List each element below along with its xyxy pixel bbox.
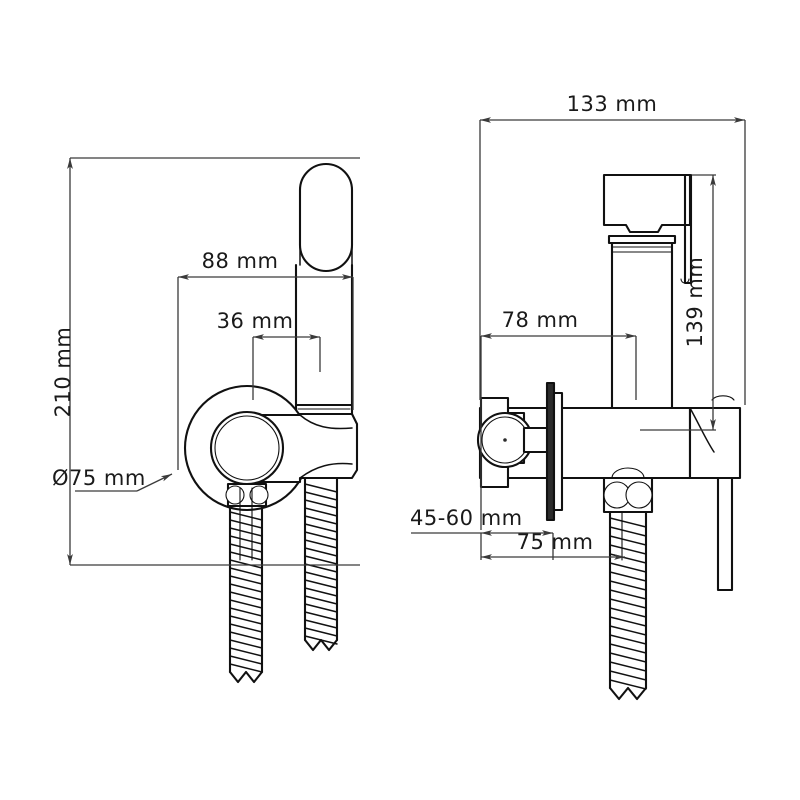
control-handle-knob-inner-front xyxy=(214,415,280,481)
dimension-label-dia75: Ø75 mm xyxy=(52,466,146,490)
hose-left-inner-tube xyxy=(239,487,253,561)
hook-rod-tip-side xyxy=(680,278,690,284)
side-hanging-rod xyxy=(716,476,734,592)
hose-side-coils xyxy=(609,517,647,690)
hose-nut-dome-side xyxy=(611,467,645,479)
mixer-endcap-side xyxy=(688,406,742,480)
dimension-label-133: 133 mm xyxy=(567,92,658,116)
dimension-139mm: 139 mm xyxy=(640,174,716,431)
lever-bolt-left-front xyxy=(225,485,245,505)
hook-rod-side xyxy=(683,173,693,285)
hose-nut-circle-right-side xyxy=(625,481,653,509)
endcap-curve-side xyxy=(689,407,715,453)
handset-cap-front xyxy=(298,162,354,273)
dimension-label-210: 210 mm xyxy=(51,327,75,418)
handset-barrel-side xyxy=(610,241,674,410)
control-handle-knob-front xyxy=(209,410,285,486)
handset-barrel-collar-side xyxy=(607,234,677,245)
dimension-label-75: 75 mm xyxy=(517,530,594,554)
dimension-label-4560: 45-60 mm xyxy=(410,506,523,530)
dimension-133mm: 133 mm xyxy=(479,92,746,405)
dimension-210mm: 210 mm xyxy=(51,157,360,566)
hose-side-end xyxy=(608,686,648,701)
front-view-product xyxy=(183,162,359,684)
hose-right-front xyxy=(303,476,339,652)
dimension-label-139: 139 mm xyxy=(683,257,707,348)
hose-left-end xyxy=(228,670,264,684)
hose-side-edges xyxy=(608,510,648,690)
cartridge-stem-side xyxy=(522,426,550,454)
faceplate-back-side xyxy=(552,391,564,512)
front-view-group: 210 mm 88 mm 36 mm Ø75 mm xyxy=(51,157,360,684)
dimension-75mm: 75 mm xyxy=(480,530,625,560)
lever-bolt-right-front xyxy=(249,485,269,505)
faceplate-side xyxy=(545,381,556,522)
wall-hook-bracket-side xyxy=(602,173,692,234)
cradle-curve-lower-front xyxy=(299,462,353,479)
dimension-label-78: 78 mm xyxy=(502,308,579,332)
hose-left-coils xyxy=(229,511,263,673)
dimension-78mm: 78 mm xyxy=(480,308,637,530)
dimension-36mm: 36 mm xyxy=(217,309,321,400)
dimension-88mm: 88 mm xyxy=(177,249,354,470)
dimension-label-36: 36 mm xyxy=(217,309,294,333)
dimension-45-60mm: 45-60 mm xyxy=(410,506,553,536)
dimension-label-88: 88 mm xyxy=(202,249,279,273)
dimension-dia75mm: Ø75 mm xyxy=(52,466,173,492)
side-view-group: 133 mm 78 mm 139 mm 45-60 mm xyxy=(410,92,746,701)
handset-barrel-grooves-side xyxy=(611,246,673,253)
cartridge-center-dot-side xyxy=(503,438,507,442)
hose-left-front xyxy=(228,504,264,684)
hose-side xyxy=(608,510,648,701)
hose-right-coils xyxy=(304,483,338,645)
leader-75-line xyxy=(136,473,173,492)
cradle-curve-upper-front xyxy=(299,414,353,430)
hose-left-edges xyxy=(228,504,264,674)
side-view-product xyxy=(476,173,742,701)
hose-right-edges xyxy=(303,476,339,642)
